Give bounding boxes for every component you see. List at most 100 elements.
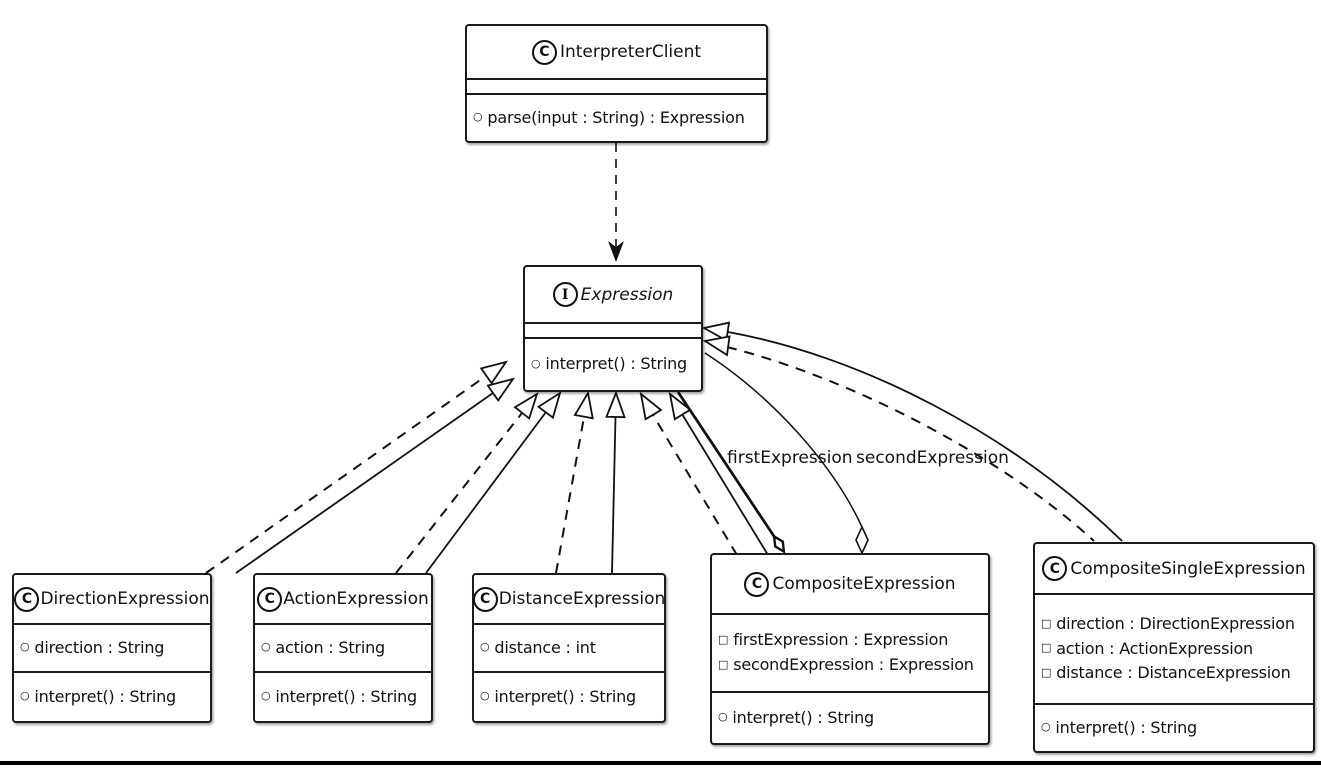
operation: ○ interpret() : String [1041,716,1307,741]
generalization-distance-edge [611,416,617,574]
operation-text: interpret() : String [494,686,636,706]
operations-compartment: ○ interpret() : String [712,691,988,743]
public-marker-icon: ○ [473,110,483,124]
interface-expression: I Expression ○ interpret() : String [523,265,703,392]
class-title: C CompositeSingleExpression [1035,544,1313,593]
attribute: ○ direction : String [20,636,204,661]
class-distance-expression: C DistanceExpression ○ distance : int ○ … [472,573,666,723]
attribute: □ distance : DistanceExpression [1041,661,1307,686]
public-marker-icon: ○ [718,710,728,724]
operation: ○ interpret() : String [531,352,695,377]
attribute: □ firstExpression : Expression [718,628,982,653]
operations-compartment: ○ interpret() : String [14,671,210,721]
public-marker-icon: ○ [480,689,490,703]
operation-text: interpret() : String [275,686,417,706]
public-marker-icon: ○ [20,689,30,703]
first-expression-edge [676,391,776,538]
attribute: ○ distance : int [480,636,658,661]
class-name: InterpreterClient [559,42,702,62]
class-interpreter-client: C InterpreterClient ○ parse(input : Stri… [465,24,768,143]
bottom-rule [0,761,1321,765]
triangle-arrow-icon [702,335,731,357]
realization-composite-edge [652,414,738,556]
class-icon: C [257,586,283,612]
triangle-arrow-icon [605,390,626,419]
class-composite-single-expression: C CompositeSingleExpression □ direction … [1033,542,1315,753]
operation-text: interpret() : String [1055,717,1197,737]
operations-compartment: ○ interpret() : String [255,671,431,721]
triangle-arrow-icon [536,390,562,420]
public-marker-icon: ○ [531,356,541,370]
class-name: DistanceExpression [498,589,666,609]
class-icon: C [1042,556,1068,581]
package-marker-icon: □ [1041,641,1052,655]
attribute-text: firstExpression : Expression [733,630,949,650]
triangle-arrow-icon [701,321,731,342]
class-action-expression: C ActionExpression ○ action : String ○ i… [253,573,433,723]
generalization-composite-single-edge [727,331,1123,542]
operation-text: interpret() : String [545,354,687,374]
operation-text: interpret() : String [34,686,176,706]
first-expression-label: firstExpression [727,448,853,468]
attributes-compartment [467,78,766,93]
class-icon: C [531,39,557,65]
class-name: ActionExpression [283,589,429,609]
attribute-text: secondExpression : Expression [733,655,974,674]
attribute-text: direction : DirectionExpression [1056,613,1295,633]
attributes-compartment: □ firstExpression : Expression □ secondE… [712,613,988,691]
aggregation-diamond-icon [772,534,786,554]
realization-action-edge [395,412,523,574]
class-title: C DirectionExpression [14,575,210,623]
public-marker-icon: ○ [1041,720,1051,734]
operations-compartment: ○ interpret() : String [474,671,664,721]
attribute-text: action : String [275,637,385,657]
operations-compartment: ○ interpret() : String [1035,703,1313,751]
triangle-arrow-icon [668,391,692,421]
class-title: C InterpreterClient [467,26,766,78]
triangle-arrow-icon [479,360,509,385]
operations-compartment: ○ parse(input : String) : Expression [467,93,766,141]
attribute: □ direction : DirectionExpression [1041,612,1307,637]
interface-icon: I [552,282,578,307]
generalization-composite-edge [681,413,769,556]
operation-text: parse(input : String) : Expression [487,107,745,127]
attributes-compartment: □ direction : DirectionExpression □ acti… [1035,593,1313,703]
class-title: C CompositeExpression [712,555,988,613]
attribute: □ secondExpression : Expression [718,653,982,678]
dependency-arrow-icon [608,241,624,262]
class-icon: C [744,571,770,597]
package-marker-icon: □ [1041,616,1052,630]
aggregation-diamond-icon [855,525,869,555]
package-marker-icon: □ [1041,666,1052,680]
operation: ○ interpret() : String [718,706,982,731]
triangle-arrow-icon [573,390,594,420]
class-icon: C [14,586,40,612]
generalization-direction-edge [235,392,494,574]
second-expression-label: secondExpression [856,448,1009,468]
public-marker-icon: ○ [261,689,271,703]
attributes-compartment: ○ distance : int [474,623,664,671]
attribute: □ action : ActionExpression [1041,637,1307,662]
attribute-text: direction : String [34,637,165,657]
class-name: DirectionExpression [40,589,210,609]
class-icon: C [472,586,498,612]
triangle-arrow-icon [639,391,663,421]
attributes-compartment [525,322,701,337]
operation: ○ parse(input : String) : Expression [473,106,760,131]
public-marker-icon: ○ [261,640,271,654]
package-marker-icon: □ [718,633,729,647]
attributes-compartment: ○ direction : String [14,623,210,671]
class-direction-expression: C DirectionExpression ○ direction : Stri… [12,573,212,723]
attribute: ○ action : String [261,636,425,661]
class-composite-expression: C CompositeExpression □ firstExpression … [710,553,990,745]
triangle-arrow-icon [513,391,539,420]
realization-distance-edge [555,416,585,574]
operations-compartment: ○ interpret() : String [525,337,701,390]
class-title: I Expression [525,267,701,322]
public-marker-icon: ○ [480,640,490,654]
package-marker-icon: □ [718,657,729,671]
class-name: Expression [580,284,674,305]
class-name: CompositeSingleExpression [1070,558,1306,579]
class-title: C ActionExpression [255,575,431,623]
